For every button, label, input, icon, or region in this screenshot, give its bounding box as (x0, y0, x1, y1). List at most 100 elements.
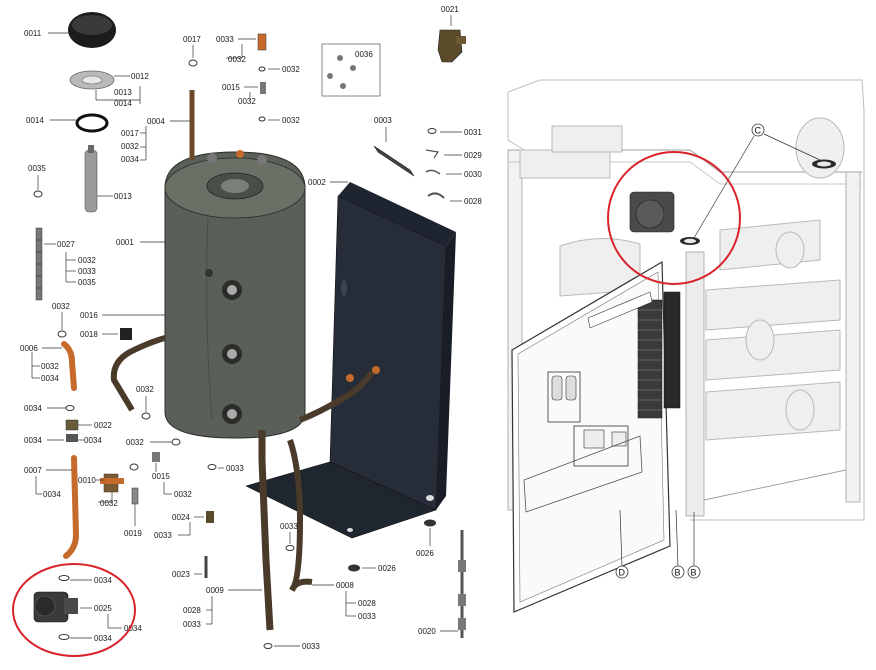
grommets-0026: 0026 0026 (348, 519, 436, 573)
label-0012: 0012 (131, 72, 149, 81)
label-0017: 0017 (183, 35, 201, 44)
flange-0012: 0012 0013 0014 (69, 70, 149, 108)
label-0034g: 0034 (94, 576, 112, 585)
label-0032h: 0032 (121, 142, 139, 151)
small-parts-right: 0031 0029 0030 0028 (425, 128, 482, 206)
label-0013b: 0013 (114, 192, 132, 201)
label-0034e: 0034 (43, 490, 61, 499)
gasket-0033-bottom: 0033 (263, 642, 320, 651)
label-0005: 0033 (216, 35, 234, 44)
label-0034d: 0034 (84, 436, 102, 445)
bracket-0003: 0003 (373, 116, 415, 177)
callout-b2: B (691, 568, 697, 578)
label-0004: 0004 (147, 117, 165, 126)
cap-0011: 0011 (24, 12, 116, 48)
label-0022: 0022 (94, 421, 112, 430)
label-0029: 0029 (464, 151, 482, 160)
part-0005: 0033 0032 0032 (216, 33, 300, 74)
label-0035: 0035 (28, 164, 46, 173)
label-0032g: 0032 (136, 385, 154, 394)
label-0036: 0036 (355, 50, 373, 59)
label-0032k: 0032 (238, 97, 256, 106)
highlight-circle-assembly (607, 151, 741, 285)
valve-0019: 0019 (124, 487, 142, 538)
label-0006: 0006 (20, 344, 38, 353)
label-0010: 0010 (78, 476, 96, 485)
pipe-0004: 0004 0017 0032 0034 (121, 90, 195, 164)
fitting-0010: 0010 0032 (78, 463, 139, 508)
label-0034c: 0034 (24, 436, 42, 445)
label-0032e: 0032 (126, 438, 144, 447)
gasket-0033-center: 0033 (207, 464, 244, 473)
valve-0021: 0021 (437, 5, 466, 63)
label-0034h: 0034 (124, 624, 142, 633)
sensor-0023: 0023 (172, 556, 208, 579)
label-0026a: 0026 (378, 564, 396, 573)
label-0034i: 0034 (94, 634, 112, 643)
part-0035: 0035 (28, 164, 46, 198)
highlight-circle-pump (12, 563, 136, 657)
label-0018: 0018 (80, 330, 98, 339)
pipes-under-tank (110, 335, 380, 631)
callout-c: C (755, 126, 762, 136)
label-0008: 0008 (336, 581, 354, 590)
tank-0001: 0001 (116, 150, 306, 439)
label-0007: 0007 (24, 466, 42, 475)
label-0019: 0019 (124, 529, 142, 538)
fitting-0022: 0022 0034 0034 (24, 419, 112, 445)
label-0024: 0024 (172, 513, 190, 522)
label-0025: 0025 (94, 604, 112, 613)
label-0014: 0014 (26, 116, 44, 125)
part-0017: 0017 (183, 35, 201, 67)
label-0021: 0021 (441, 5, 459, 14)
label-0015b: 0015 (152, 472, 170, 481)
label-0032l: 0032 (282, 116, 300, 125)
label-0033a: 0033 (78, 267, 96, 276)
label-0028c: 0028 (358, 599, 376, 608)
gasket-0032-left: 0032 (52, 302, 70, 338)
label-0013: 0013 (114, 88, 132, 97)
label-0033f: 0033 (280, 522, 298, 531)
callout-b1: B (675, 568, 681, 578)
hardware-box-0036: 0036 (321, 43, 381, 97)
pump-0025: 0034 0025 0034 0034 (33, 575, 142, 643)
oring-0014: 0014 (26, 113, 109, 133)
sensor-0020: 0020 (418, 530, 466, 638)
part-0015: 0015 0032 0032 (222, 82, 300, 125)
label-0009: 0009 (206, 586, 224, 595)
sensor-0018: 0018 (80, 328, 132, 340)
label-0017a: 0017 (121, 129, 139, 138)
label-0032c: 0032 (41, 362, 59, 371)
label-0020: 0020 (418, 627, 436, 636)
label-0033g: 0033 (358, 612, 376, 621)
label-0026b: 0026 (416, 549, 434, 558)
label-0033e: 0033 (302, 642, 320, 651)
label-0016: 0016 (80, 311, 98, 320)
label-group-0008: 0033 0008 0028 0033 (280, 522, 376, 621)
label-0032a: 0032 (78, 256, 96, 265)
gasket-0032-mid: 0032 0015 0032 (126, 438, 192, 499)
pipe-0007: 0007 0034 (24, 455, 80, 559)
panel-0002: 0002 (245, 178, 456, 539)
label-0015: 0015 (222, 83, 240, 92)
label-0002: 0002 (308, 178, 326, 187)
label-0032d: 0032 (100, 499, 118, 508)
label-0014a: 0014 (114, 99, 132, 108)
label-0028: 0028 (464, 197, 482, 206)
label-0011: 0011 (24, 29, 42, 38)
pipe-0006: 0006 0032 0034 (20, 341, 77, 391)
label-0030: 0030 (464, 170, 482, 179)
label-0003: 0003 (374, 116, 392, 125)
label-0033d: 0033 (183, 620, 201, 629)
label-0023: 0023 (172, 570, 190, 579)
label-0032i: 0032 (228, 55, 246, 64)
label-0034f: 0034 (121, 155, 139, 164)
label-group-0009: 0009 0028 0033 (183, 586, 262, 629)
gasket-0034-a: 0034 (24, 404, 75, 413)
assembly-view: D B B C (507, 79, 865, 613)
label-0028b: 0028 (183, 606, 201, 615)
label-0034b: 0034 (24, 404, 42, 413)
element-0027: 0027 0032 0033 0035 (35, 227, 96, 301)
label-0035b: 0035 (78, 278, 96, 287)
